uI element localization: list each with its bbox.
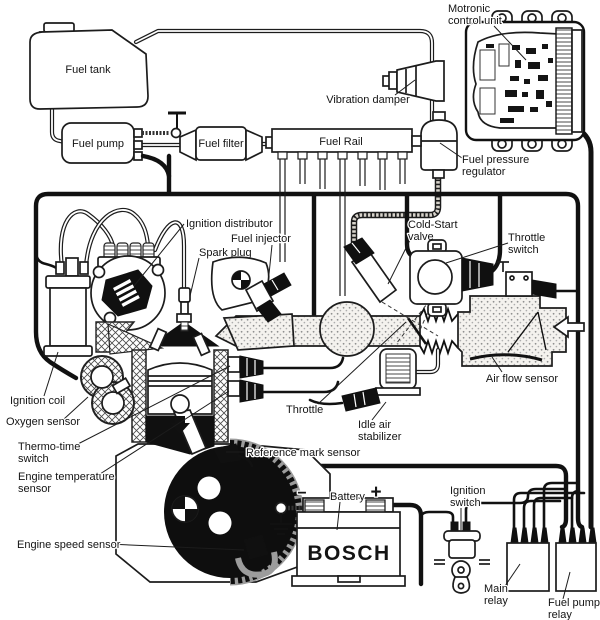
air-flow-sensor: Air flow sensor [457,261,578,386]
main-relay-label-1: Main [484,583,508,595]
battery-minus-sign: − [297,485,306,502]
plenum-chamber [319,301,375,357]
spark-plug: Spark plug [176,246,253,332]
engine-temperature-sensor-label-2: sensor [18,483,51,495]
throttle-plate [406,317,428,345]
throttle-switch-connector [461,257,494,292]
ground-symbol-icon [270,513,292,535]
motronic-control-unit: Motronic control unit [447,2,586,152]
main-relay: Main relay [483,527,550,608]
fuel-pump-relay-label-2: relay [548,609,572,620]
oxygen-sensor: Oxygen sensor [5,355,135,429]
air-flow-sensor-label: Air flow sensor [486,373,558,385]
fuel-pump: Fuel pump [61,111,186,179]
cold-start-valve-label-2: valve [408,231,434,243]
injector-tubes [277,151,408,296]
battery-brand-logo: BOSCH [307,542,390,565]
piston [145,362,215,456]
ignition-switch-label-1: Ignition [450,485,485,497]
intake-manifold: Air flow sensor [214,261,585,386]
balance-mark-icon [231,270,251,290]
air-flow-sensor-connector [531,279,557,299]
throttle-switch: Throttle switch [409,231,547,317]
fuel-pressure-regulator-label-1: Fuel pressure [462,154,529,166]
engine-speed-sensor-label: Engine speed sensor [17,539,121,551]
ignition-coil: Ignition coil [9,207,151,408]
ignition-switch: Ignition switch [434,484,490,594]
main-relay-label-2: relay [484,595,508,607]
idle-air-stabilizer-label-2: stabilizer [358,431,402,443]
control-unit-connector [555,27,573,135]
motronic-label-2: control unit [448,15,502,27]
fuel-rail-label: Fuel Rail [319,136,362,148]
circuit-board-components [479,43,553,123]
fuel-pressure-regulator-label-2: regulator [462,166,506,178]
battery-plus-sign: + [370,482,381,503]
thermo-time-switch-label-2: switch [18,453,49,465]
fuel-tank-label: Fuel tank [65,64,111,76]
ignition-key [451,560,471,594]
throttle-switch-label-1: Throttle [508,232,545,244]
fuel-pump-relay: Fuel pump relay [547,527,600,620]
engine-speed-sensor: Engine speed sensor [16,534,278,578]
fuel-pump-label: Fuel pump [72,138,124,150]
battery: − + Battery BOSCH [270,481,406,587]
ring-terminal [170,127,182,139]
fuel-injector-label: Fuel injector [231,233,291,245]
fuel-tank: Fuel tank [29,22,149,110]
cold-start-valve-label-1: Cold-Start [408,219,458,231]
ignition-distributor-label: Ignition distributor [186,218,273,230]
idle-air-stabilizer: Idle air stabilizer [308,347,441,444]
fuel-filter-label: Fuel filter [198,138,244,150]
measuring-flap [469,353,543,362]
ring-terminal [274,501,288,515]
idle-air-stabilizer-connector [341,387,381,412]
engine-temperature-sensor: Engine temperature sensor [17,379,340,496]
idle-air-stabilizer-label-1: Idle air [358,419,391,431]
motronic-label-1: Motronic [448,3,491,15]
throttle-label: Throttle [286,404,323,416]
cylinder-wall-left [131,349,147,443]
fuel-pump-relay-label-1: Fuel pump [548,597,600,609]
thermo-time-switch: Thermo-time switch [17,355,345,466]
throttle: Throttle [285,321,407,417]
balance-mark-icon [171,495,199,523]
oxygen-sensor-label: Oxygen sensor [6,416,80,428]
engine-temperature-sensor-label-1: Engine temperature [18,471,115,483]
ignition-switch-label-2: switch [450,497,481,509]
fuel-pressure-regulator: Fuel pressure regulator [411,111,531,179]
ground-symbol-icon [168,111,186,128]
reference-mark-sensor-label: Reference mark sensor [246,447,361,459]
flywheel: Reference mark sensor Engine speed senso… [16,438,362,586]
ignition-coil-label: Ignition coil [10,395,65,407]
airflow-direction-arrow-icon [552,315,585,339]
fuel-lines [49,28,442,247]
fuel-filter: Fuel filter [179,126,263,162]
fuel-rail: Fuel Rail [265,128,413,296]
battery-terminal-negative [304,499,325,514]
vibration-damper-label: Vibration damper [326,94,410,106]
thermo-time-switch-label-1: Thermo-time [18,441,80,453]
fuel-injector: Fuel injector [230,232,293,323]
battery-label: Battery [330,491,365,503]
throttle-switch-label-2: switch [508,244,539,256]
piston-motion-arrow-icon [170,416,190,434]
cold-start-valve: Cold-Start valve [343,218,459,345]
vibration-damper: Vibration damper [325,60,445,107]
reference-mark-sensor: Reference mark sensor [213,443,362,468]
